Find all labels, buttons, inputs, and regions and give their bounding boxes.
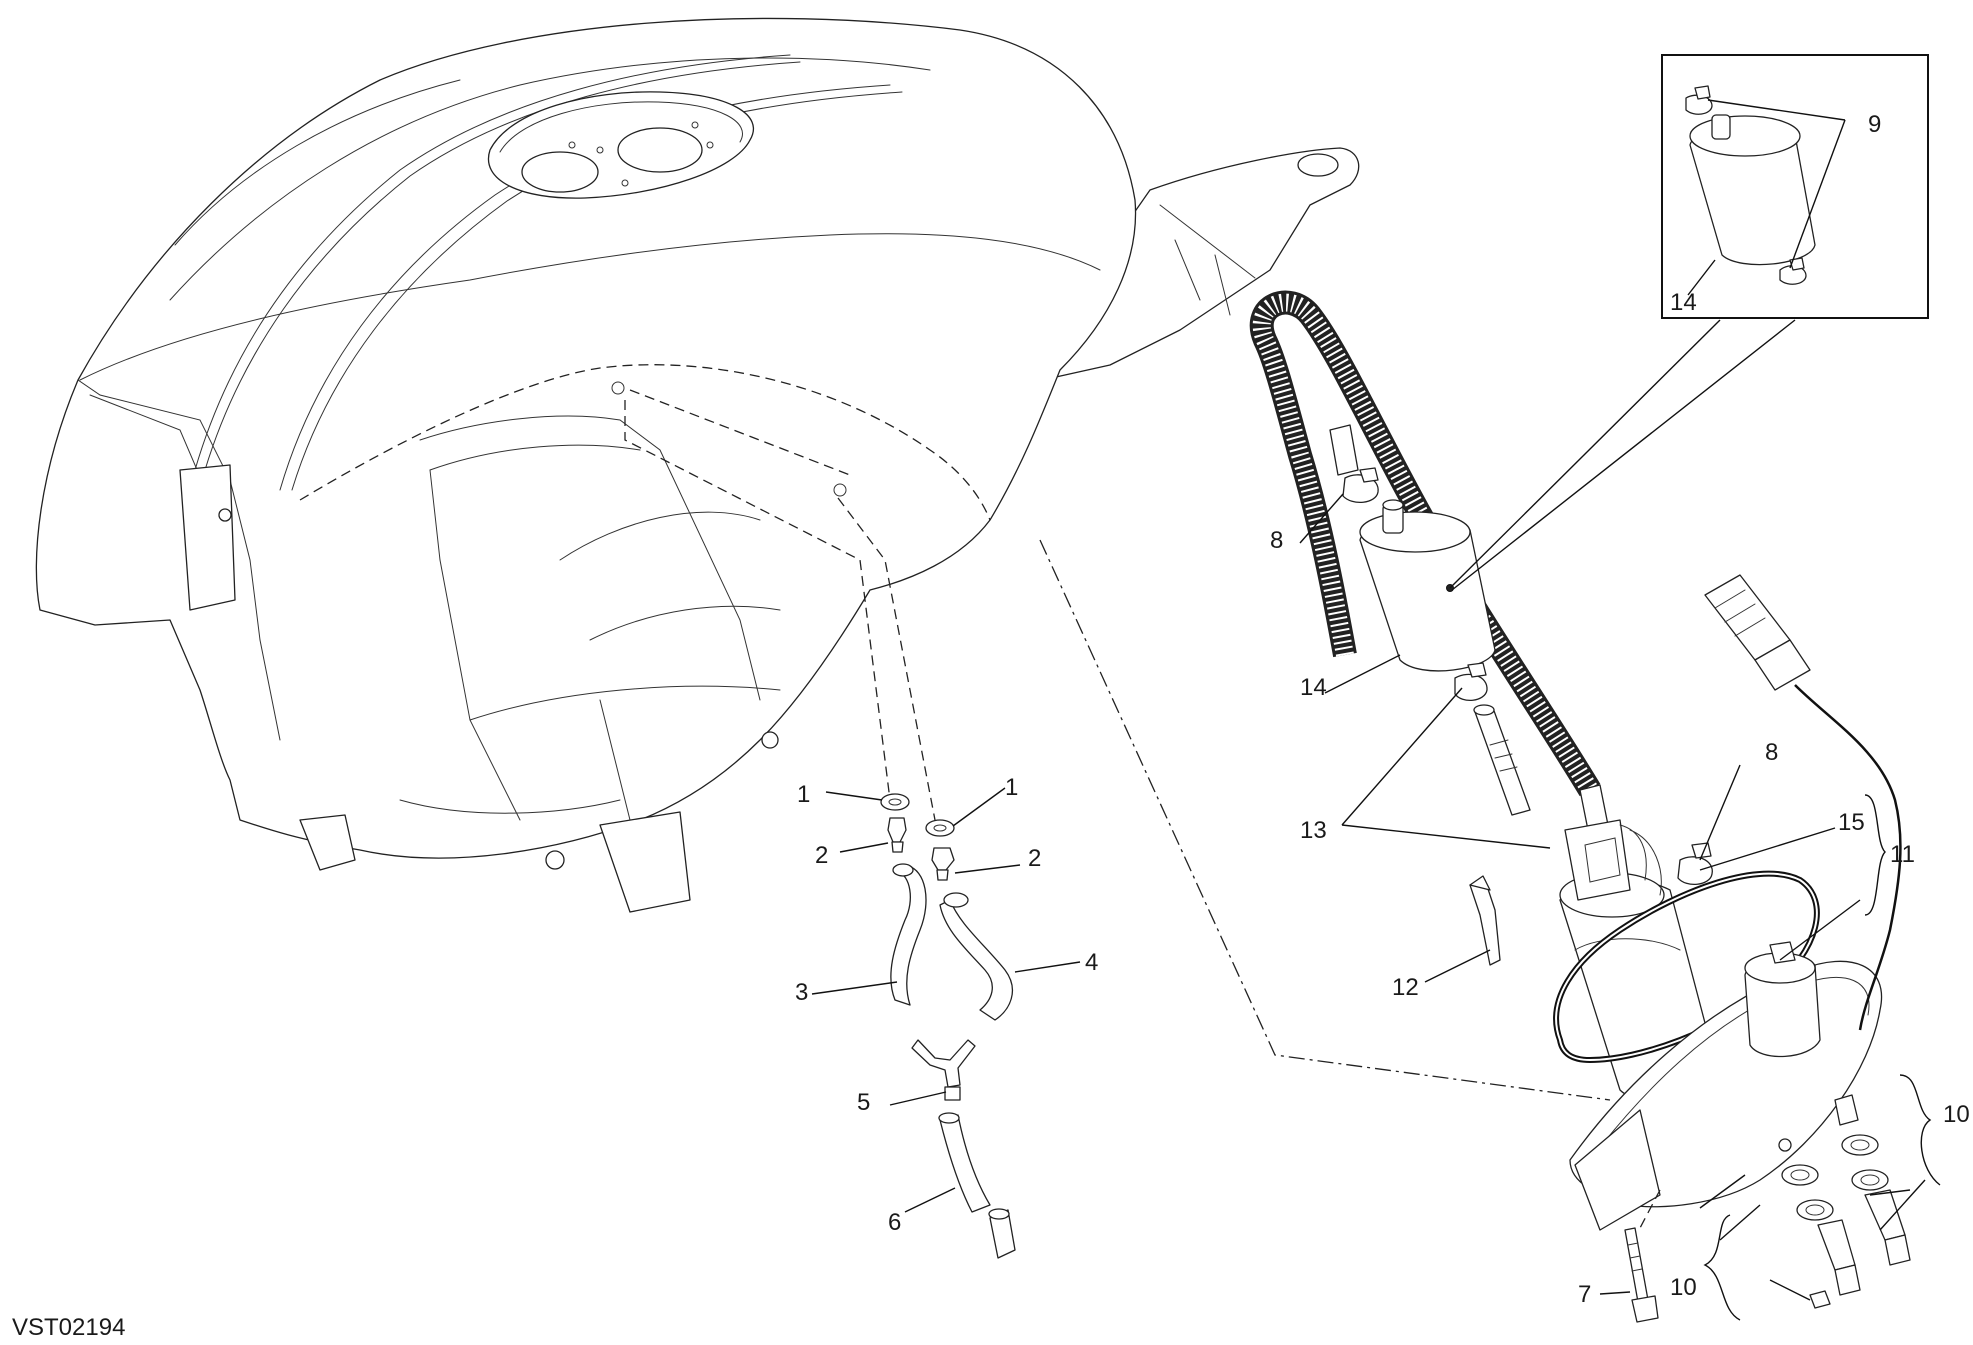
quick-connector-set-left — [1781, 1164, 1861, 1309]
mounting-bolt — [1624, 1227, 1649, 1303]
callout-4: 4 — [1085, 949, 1098, 976]
drawing-code: VST02194 — [12, 1314, 125, 1341]
assembly-line-breather-right — [837, 497, 936, 821]
tank-mount-tab-rear — [299, 814, 356, 871]
breather-valve-left — [887, 817, 907, 843]
drain-hose — [939, 1114, 991, 1213]
callout-6: 6 — [888, 1209, 901, 1236]
callout-12: 12 — [1392, 974, 1419, 1001]
pump-tube — [1474, 707, 1531, 816]
callout-7: 7 — [1578, 1281, 1591, 1308]
callout-2-right: 2 — [1028, 845, 1041, 872]
callout-3: 3 — [795, 979, 808, 1006]
fuel-filter — [1359, 499, 1496, 672]
inset-detail-box — [1661, 54, 1929, 319]
seal-washer-right — [925, 819, 955, 837]
flange-shield — [1574, 1109, 1661, 1231]
assembly-line-tank-pump — [1039, 539, 1611, 1101]
pump-electrical-connector — [1564, 819, 1631, 901]
flange-outlet-fitting — [1834, 1094, 1859, 1126]
seal-washer-left — [880, 793, 910, 811]
filter-clamp — [1454, 673, 1488, 701]
callout-9: 9 — [1868, 111, 1881, 138]
y-fitting — [911, 1039, 976, 1088]
breather-hose-assembly — [880, 793, 1016, 1259]
callout-8-upper: 8 — [1270, 527, 1283, 554]
callout-5: 5 — [857, 1089, 870, 1116]
callout-14-inset: 14 — [1670, 289, 1697, 316]
inset-zoom-line-b — [1451, 319, 1796, 591]
callout-14-main: 14 — [1300, 674, 1327, 701]
callout-15: 15 — [1838, 809, 1865, 836]
callout-13: 13 — [1300, 817, 1327, 844]
hose-clamp-lower — [1677, 856, 1713, 885]
quick-connector-set-right — [1841, 1134, 1911, 1266]
callout-10-right: 10 — [1943, 1101, 1970, 1128]
breather-valve-right — [931, 847, 955, 871]
fuel-tank — [35, 17, 1360, 913]
breather-hose-right — [939, 899, 1014, 1021]
callout-11: 11 — [1890, 841, 1915, 868]
fuel-pump-assembly — [1249, 290, 1911, 1323]
leader-lines — [811, 99, 1941, 1321]
brace-10-left — [1703, 1214, 1741, 1321]
callout-10-left: 10 — [1670, 1274, 1697, 1301]
callout-1-left: 1 — [797, 781, 810, 808]
filler-opening-left — [521, 151, 599, 193]
assembly-line-breather-left — [624, 400, 891, 801]
filler-opening-right — [617, 127, 703, 173]
tank-mount-tab-left — [179, 464, 236, 611]
brace-11 — [1864, 794, 1886, 916]
callout-8-lower: 8 — [1765, 739, 1778, 766]
callout-1-right: 1 — [1005, 774, 1018, 801]
callout-2-left: 2 — [815, 842, 828, 869]
brace-10-right — [1899, 1074, 1941, 1186]
hose-stub-top — [1329, 424, 1359, 476]
callout-labels: 1 1 2 2 3 4 5 6 7 8 8 9 10 10 11 12 13 1… — [795, 111, 1970, 1308]
tank-mount-tab-front — [599, 811, 691, 913]
breather-hose-left — [890, 865, 927, 1006]
tank-shell — [35, 17, 1137, 859]
inset-zoom-line-a — [1449, 319, 1721, 589]
bracket-hole — [1297, 153, 1339, 177]
